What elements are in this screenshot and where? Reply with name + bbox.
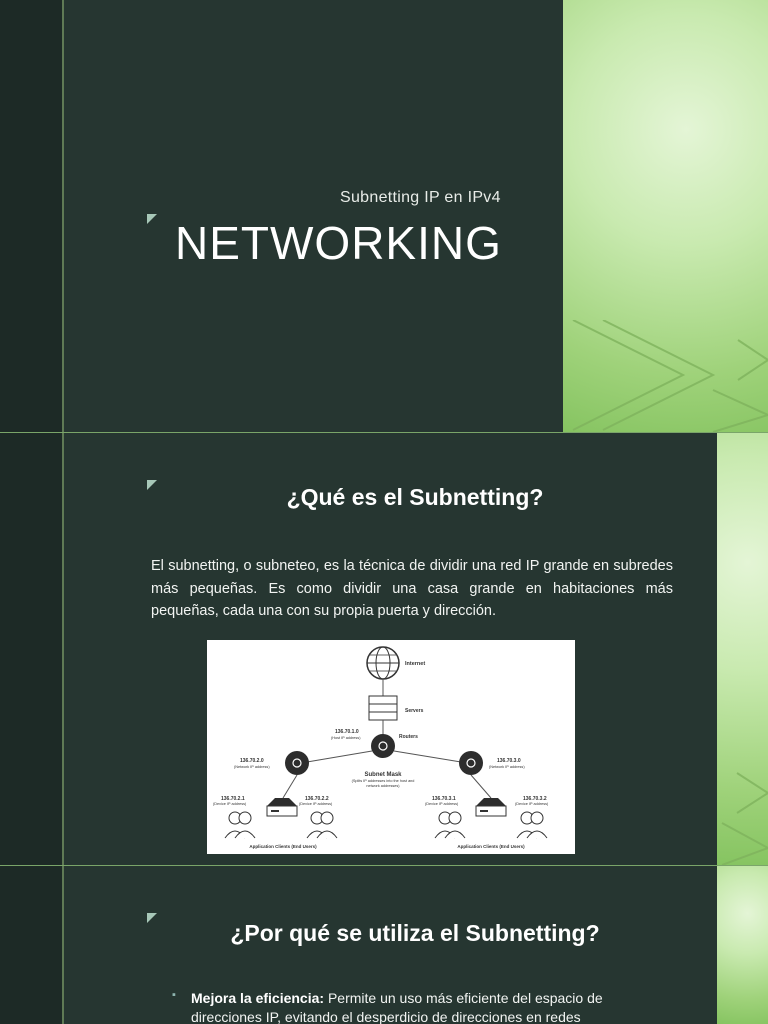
left-switch-icon <box>266 798 298 817</box>
why-subnetting-slide: ¿Por qué se utiliza el Subnetting? ▪ Mej… <box>0 866 768 1024</box>
right-network-note: (Network IP address) <box>489 765 525 769</box>
left-bar <box>0 0 62 432</box>
right-router-icon <box>459 751 483 775</box>
slide-title: ¿Qué es el Subnetting? <box>286 484 544 510</box>
internet-globe-icon <box>366 646 400 680</box>
subnet-mask-label: Subnet Mask <box>364 772 402 778</box>
left-users-icon <box>224 811 338 839</box>
subtitle: Subnetting IP en IPv4 <box>340 189 501 206</box>
device-note-1: (Device IP address) <box>213 802 247 806</box>
bullet-text: Mejora la eficiencia: Permite un uso más… <box>191 989 661 1024</box>
slide-title: NETWORKING <box>175 217 502 269</box>
corner-triangle-icon <box>147 214 157 224</box>
title-slide: Subnetting IP en IPv4 NETWORKING <box>0 0 768 432</box>
subnet-diagram: Internet Servers 136.70.1.0 (Host IP add… <box>207 640 575 854</box>
bullet-square-icon: ▪ <box>172 989 176 1001</box>
green-decoration-panel <box>717 433 768 865</box>
right-switch-icon <box>475 798 507 817</box>
slide-separator <box>0 865 768 866</box>
corner-triangle-icon <box>147 913 157 923</box>
device-note-4: (Device IP address) <box>515 802 549 806</box>
subnet-mask-note-2: network addresses) <box>366 784 400 788</box>
divider-line <box>62 0 64 432</box>
device-note-2: (Device IP address) <box>299 802 333 806</box>
green-decoration-panel <box>563 0 768 432</box>
central-router-icon <box>371 734 395 758</box>
chevron-decoration-icon <box>572 320 768 432</box>
device-ip-1: 136.70.2.1 <box>221 796 245 802</box>
routers-label: Routers <box>399 734 418 740</box>
left-network-ip: 136.70.2.0 <box>240 758 264 764</box>
chevron-decoration-icon <box>721 772 768 865</box>
left-bar <box>0 433 62 865</box>
left-router-icon <box>285 751 309 775</box>
slide-title: ¿Por qué se utiliza el Subnetting? <box>230 920 600 946</box>
corner-triangle-icon <box>147 480 157 490</box>
server-icon <box>368 695 398 721</box>
device-ip-3: 136.70.3.1 <box>432 796 456 802</box>
left-network-note: (Network IP address) <box>234 765 270 769</box>
right-network-ip: 136.70.3.0 <box>497 758 521 764</box>
divider-line <box>62 866 64 1024</box>
host-ip-label: 136.70.1.0 <box>335 729 359 735</box>
left-clients-label: Application Clients (End Users) <box>249 844 317 849</box>
internet-label: Internet <box>405 661 425 667</box>
device-ip-4: 136.70.3.2 <box>523 796 547 802</box>
slide-separator <box>0 432 768 433</box>
intro-paragraph: El subnetting, o subneteo, es la técnica… <box>151 558 673 619</box>
right-users-icon <box>434 811 548 839</box>
device-note-3: (Device IP address) <box>425 802 459 806</box>
divider-line <box>62 433 64 865</box>
bullet-body: Permite un uso más eficiente del espacio… <box>191 990 603 1024</box>
subnet-mask-note-1: (Splits IP addresses into the host and <box>352 779 415 783</box>
green-decoration-panel <box>717 866 768 1024</box>
device-ip-2: 136.70.2.2 <box>305 796 329 802</box>
what-is-subnetting-slide: ¿Qué es el Subnetting? El subnetting, o … <box>0 433 768 865</box>
left-bar <box>0 866 62 1024</box>
servers-label: Servers <box>405 708 424 714</box>
right-clients-label: Application Clients (End Users) <box>457 844 525 849</box>
host-ip-note: (Host IP address) <box>331 736 361 740</box>
bullet-bold: Mejora la eficiencia: <box>191 990 325 1006</box>
